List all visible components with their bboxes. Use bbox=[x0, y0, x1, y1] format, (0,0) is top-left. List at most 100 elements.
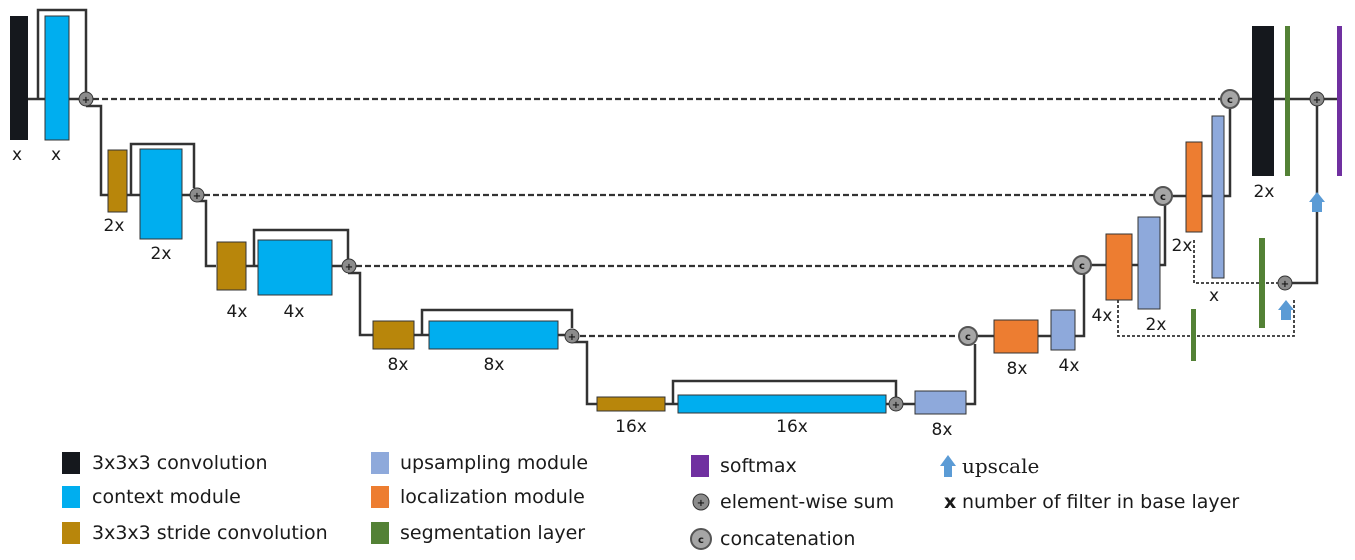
legend-label-concat: concatenation bbox=[720, 528, 855, 550]
upscale-arrows bbox=[1278, 192, 1325, 320]
solid-connections bbox=[28, 8, 1337, 406]
seg-dotted-2 bbox=[1117, 300, 1295, 337]
svg-text:c: c bbox=[1079, 261, 1085, 272]
label-conv-in: x bbox=[12, 145, 22, 165]
legend-swatch-stride bbox=[62, 522, 80, 544]
label-loc1: 8x bbox=[1007, 359, 1028, 379]
label-up1: 8x bbox=[932, 420, 953, 440]
operators: + + + + + + + c c c c bbox=[78, 89, 1325, 412]
legend-swatch-upsampling bbox=[371, 452, 389, 474]
label-conv-out: 2x bbox=[1254, 182, 1275, 202]
down-connector-3 bbox=[348, 271, 373, 337]
sum-icon: + bbox=[1309, 91, 1325, 107]
context-block-2 bbox=[139, 148, 183, 240]
down-connector-4 bbox=[572, 340, 597, 406]
svg-text:+: + bbox=[193, 191, 201, 202]
upscale-arrow-icon-1 bbox=[1309, 192, 1325, 212]
sum-icon: + bbox=[189, 187, 205, 203]
upsampling-block-2 bbox=[1050, 309, 1076, 351]
legend-label-context: context module bbox=[92, 486, 241, 508]
legend-label-x: number of filter in base layer bbox=[962, 491, 1239, 513]
label-ctx3: 4x bbox=[284, 302, 305, 322]
up-connector-3 bbox=[1160, 204, 1167, 267]
svg-text:+: + bbox=[697, 498, 705, 509]
residual-skip-l4 bbox=[420, 308, 574, 335]
svg-text:c: c bbox=[1227, 95, 1233, 106]
sum-icon: + bbox=[78, 91, 94, 107]
stride-block-5 bbox=[596, 396, 666, 412]
stride-block-3 bbox=[216, 241, 247, 291]
label-stride4: 8x bbox=[388, 355, 409, 375]
softmax-layer bbox=[1337, 26, 1342, 176]
residual-skip-l2 bbox=[129, 142, 196, 195]
localization-block-2 bbox=[1105, 233, 1133, 301]
stride-block-4 bbox=[372, 320, 415, 350]
label-up3: 2x bbox=[1146, 315, 1167, 335]
concat-icon: c bbox=[1220, 89, 1240, 109]
sum-icon: + bbox=[888, 396, 904, 412]
decoder bbox=[914, 26, 1342, 415]
up-connector-4 bbox=[1224, 106, 1232, 198]
legend-sum-icon: + bbox=[692, 493, 710, 511]
localization-block-3 bbox=[1185, 141, 1203, 233]
conv-block-output bbox=[1252, 26, 1274, 176]
label-up2: 4x bbox=[1059, 356, 1080, 376]
label-stride2: 2x bbox=[104, 216, 125, 236]
label-ctx1: x bbox=[51, 145, 61, 165]
legend-label-sum: element-wise sum bbox=[720, 491, 894, 513]
sum-icon: + bbox=[341, 258, 357, 274]
legend-upscale-arrow-icon bbox=[940, 455, 956, 477]
legend-label-segmentation: segmentation layer bbox=[400, 522, 585, 544]
upsampling-block-3 bbox=[1137, 216, 1161, 310]
concat-icon: c bbox=[1072, 255, 1092, 275]
encoder bbox=[10, 15, 887, 414]
residual-skip-l1 bbox=[36, 8, 88, 99]
upscale-feed-1 bbox=[1292, 200, 1319, 285]
svg-text:+: + bbox=[892, 400, 900, 411]
sum-icon: + bbox=[564, 328, 580, 344]
svg-text:+: + bbox=[1313, 95, 1321, 106]
localization-block-1 bbox=[993, 319, 1039, 354]
context-block-1 bbox=[44, 15, 70, 141]
label-ctx2: 2x bbox=[151, 244, 172, 264]
sum-icon: + bbox=[1277, 275, 1293, 291]
up-connector-2 bbox=[1075, 272, 1086, 338]
upscale-arrow-icon-2 bbox=[1278, 300, 1294, 320]
context-block-5 bbox=[677, 394, 887, 414]
up-connector-1 bbox=[966, 344, 977, 406]
down-connector-2 bbox=[198, 199, 216, 268]
concat-icon: c bbox=[958, 326, 978, 346]
residual-skip-l3 bbox=[252, 228, 350, 266]
label-loc2: 4x bbox=[1092, 306, 1113, 326]
context-block-3 bbox=[257, 239, 333, 296]
label-stride5: 16x bbox=[615, 417, 647, 437]
svg-text:c: c bbox=[698, 535, 704, 546]
legend-label-localization: localization module bbox=[400, 486, 585, 508]
conv-block-input bbox=[10, 16, 28, 140]
svg-text:+: + bbox=[568, 332, 576, 343]
segmentation-layer-top bbox=[1285, 26, 1290, 176]
label-up4: x bbox=[1209, 286, 1219, 306]
segmentation-layer-mid bbox=[1259, 238, 1265, 328]
label-ctx5: 16x bbox=[776, 417, 808, 437]
residual-skip-l5 bbox=[671, 379, 898, 404]
legend-swatch-segmentation bbox=[371, 522, 389, 544]
svg-text:+: + bbox=[1281, 279, 1289, 290]
legend-label-upscale: upscale bbox=[962, 454, 1039, 478]
upsampling-block-4 bbox=[1211, 115, 1225, 279]
legend-swatch-conv bbox=[62, 452, 80, 474]
upsampling-block-1 bbox=[914, 390, 967, 415]
legend-label-conv: 3x3x3 convolution bbox=[92, 452, 268, 474]
down-connector-1 bbox=[86, 104, 108, 197]
legend-swatch-localization bbox=[371, 486, 389, 508]
legend-x-marker: x bbox=[944, 491, 956, 513]
legend-swatch-softmax bbox=[691, 455, 709, 477]
segmentation-layer-low bbox=[1191, 309, 1196, 361]
svg-text:c: c bbox=[1160, 192, 1166, 203]
svg-text:c: c bbox=[965, 332, 971, 343]
legend-label-softmax: softmax bbox=[720, 455, 797, 477]
legend: 3x3x3 convolution context module 3x3x3 s… bbox=[62, 452, 1239, 550]
label-loc3: 2x bbox=[1172, 236, 1193, 256]
